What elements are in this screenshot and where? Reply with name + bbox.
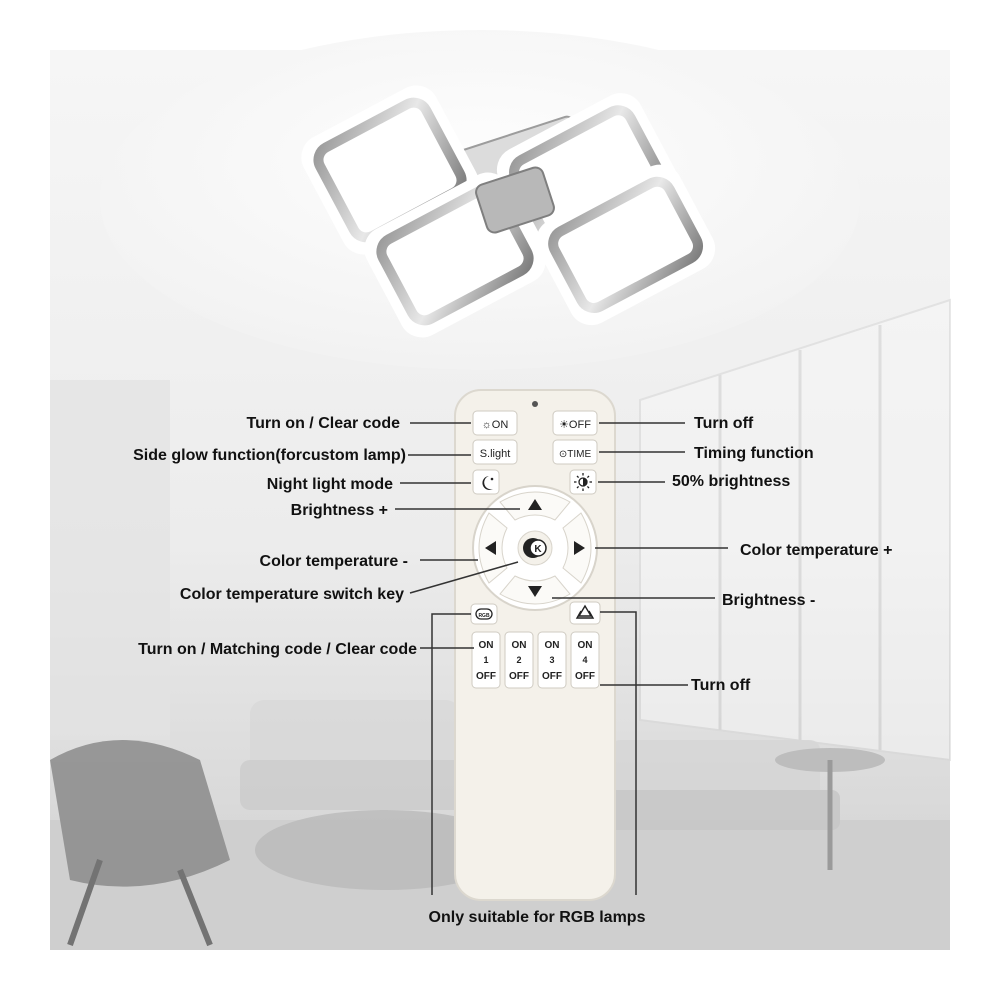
ceiling-lamp [301,85,716,338]
recycle-icon [575,604,595,619]
label-brightness-plus: Brightness + [291,502,388,519]
svg-text:ON: ON [512,640,527,651]
label-turn-off: Turn off [694,415,754,432]
side-light-button[interactable]: S.light [472,439,518,465]
half-sun-icon [574,473,592,491]
svg-text:RGB: RGB [478,613,490,619]
coffee-table [255,810,515,890]
sofa [240,700,840,830]
svg-text:☀OFF: ☀OFF [559,419,591,431]
label-turn-on-matching: Turn on / Matching code / Clear code [138,641,417,658]
dpad-down-button[interactable] [499,575,571,605]
zone-2-button[interactable]: ON 2 OFF [504,631,534,689]
zone-4-button[interactable]: ON 4 OFF [570,631,600,689]
label-rgb-only: Only suitable for RGB lamps [429,909,646,926]
window [639,298,951,762]
svg-text:S.light: S.light [480,448,511,460]
svg-text:ON: ON [545,640,560,651]
armchair [50,740,230,947]
svg-text:OFF: OFF [509,671,529,682]
lamp-ring-bottom-right [536,164,716,326]
dpad-left-button[interactable] [478,512,508,584]
svg-text:4: 4 [582,655,587,665]
label-turn-on-clear: Turn on / Clear code [247,415,401,432]
triangle-left-icon [485,541,496,555]
rgb-off-button[interactable] [569,601,601,625]
svg-text:3: 3 [549,655,554,665]
svg-text:OFF: OFF [575,671,595,682]
label-color-temp-switch: Color temperature switch key [180,586,404,603]
label-turn-off-zone: Turn off [691,677,751,694]
moon-icon [482,476,494,490]
svg-text:⊙TIME: ⊙TIME [559,449,592,460]
leader-lines [395,422,728,895]
label-timing: Timing function [694,445,814,462]
dpad-right-button[interactable] [562,512,592,584]
dpad-up-button[interactable] [499,491,571,521]
label-night-light: Night light mode [267,476,393,493]
remote-control: ☼ON ☀OFF S.light ⊙TIME [454,389,616,901]
timer-button[interactable]: ⊙TIME [552,439,598,465]
zone-1-button[interactable]: ON 1 OFF [471,631,501,689]
color-temp-switch-button[interactable]: K [517,530,553,566]
triangle-right-icon [574,541,585,555]
triangle-up-icon [528,499,542,510]
rgb-cycle-icon: RGB [475,608,493,620]
rgb-on-button[interactable]: RGB [470,603,498,625]
curtain [50,380,170,740]
night-light-button[interactable] [472,469,500,495]
svg-text:ON: ON [578,640,593,651]
label-brightness-minus: Brightness - [722,592,815,609]
callout-labels: Turn on / Clear code Turn off Side glow … [133,415,892,926]
svg-text:2: 2 [516,655,521,665]
dpad: K [472,485,598,611]
zone-keys: ON 1 OFF ON 2 OFF ON 3 OFF ON 4 OFF [471,631,600,689]
label-color-temp-minus: Color temperature - [260,553,408,570]
svg-text:1: 1 [483,655,488,665]
label-half-brightness: 50% brightness [672,473,790,490]
triangle-down-icon [528,586,542,597]
svg-text:☼ON: ☼ON [482,419,509,431]
on-button[interactable]: ☼ON [472,410,518,436]
svg-text:OFF: OFF [476,671,496,682]
off-button[interactable]: ☀OFF [552,410,598,436]
label-side-glow: Side glow function(forcustom lamp) [133,447,406,464]
indicator-led [532,401,538,407]
svg-text:ON: ON [479,640,494,651]
zone-3-button[interactable]: ON 3 OFF [537,631,567,689]
half-brightness-button[interactable] [569,469,597,495]
label-color-temp-plus: Color temperature + [740,542,892,559]
svg-text:K: K [534,544,542,555]
svg-text:OFF: OFF [542,671,562,682]
